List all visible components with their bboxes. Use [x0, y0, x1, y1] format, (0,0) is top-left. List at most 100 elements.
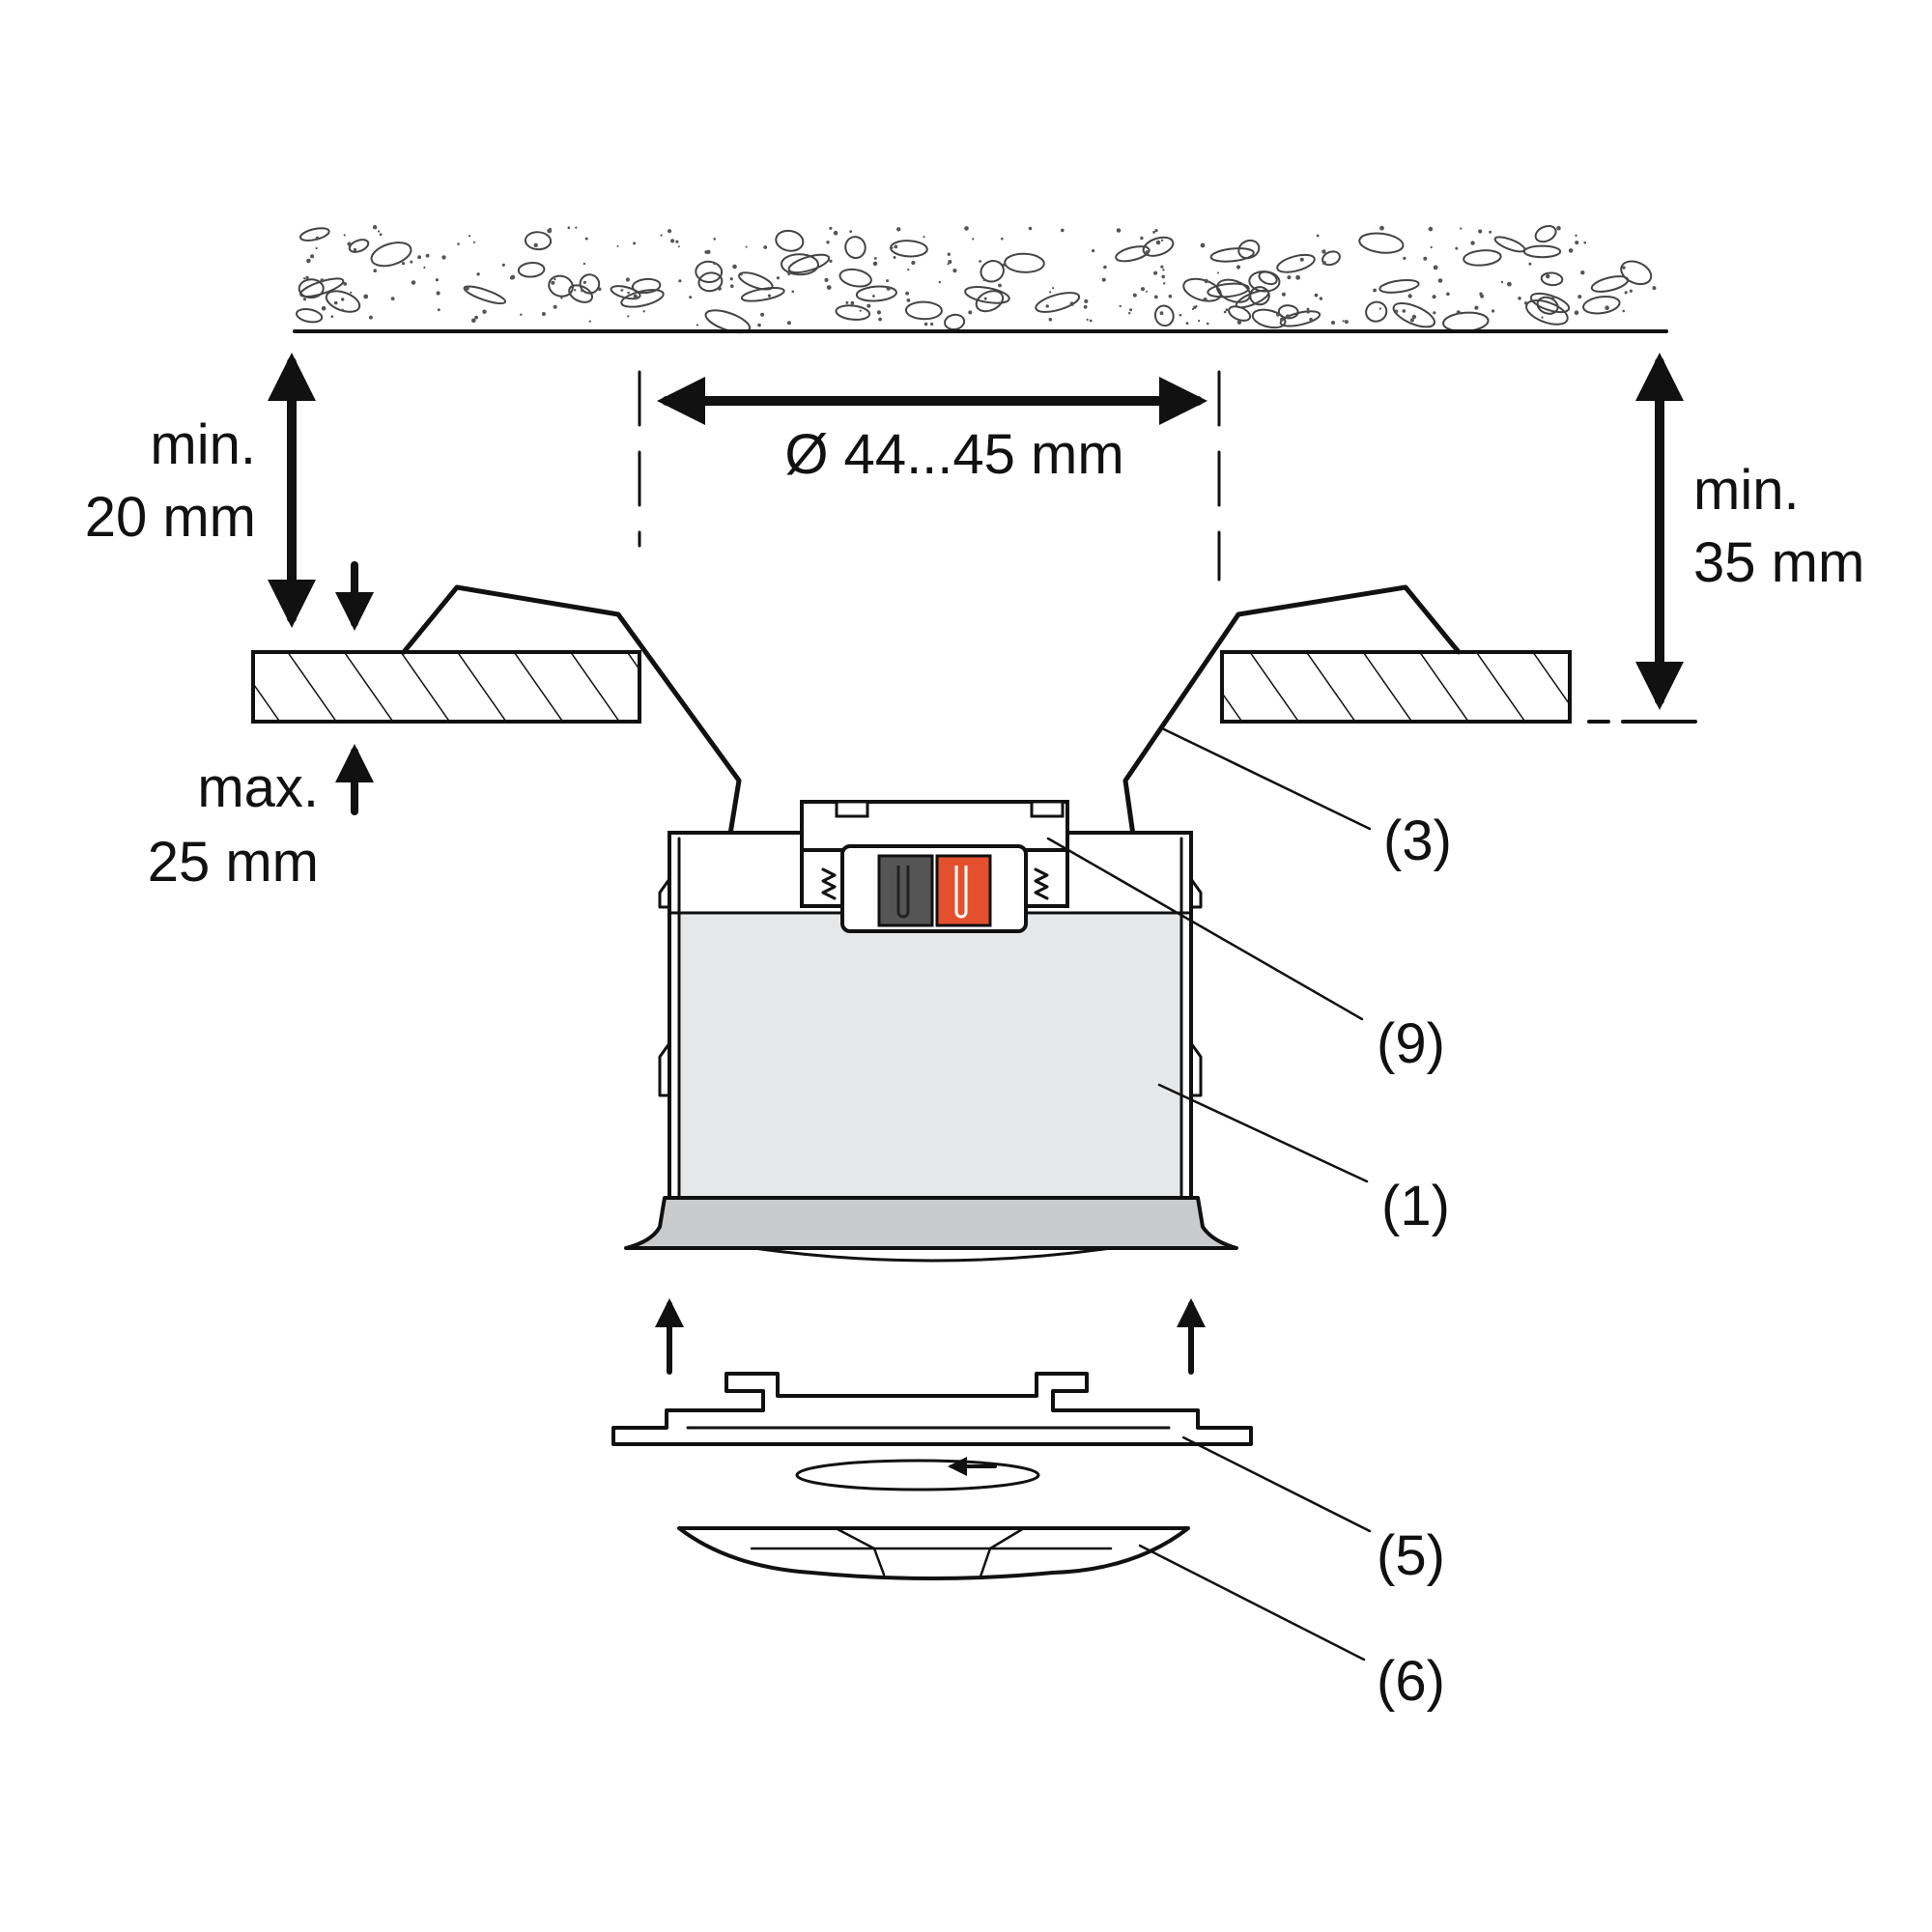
- concrete-speck: [1084, 298, 1089, 303]
- concrete-speck: [1045, 304, 1049, 308]
- concrete-speck: [410, 260, 413, 264]
- concrete-speck: [1489, 230, 1492, 234]
- concrete-speck: [696, 324, 698, 327]
- concrete-pebble: [548, 274, 574, 298]
- concrete-speck: [1155, 240, 1161, 245]
- concrete-speck: [1551, 296, 1555, 299]
- concrete-pebble: [1207, 282, 1250, 298]
- dimension-bottom-left-line1: max.: [197, 756, 319, 819]
- concrete-speck: [1140, 287, 1146, 292]
- concrete-speck: [411, 280, 416, 285]
- concrete-speck: [1478, 229, 1483, 234]
- concrete-speck: [849, 230, 853, 234]
- concrete-speck: [829, 259, 833, 263]
- concrete-speck: [581, 289, 584, 293]
- concrete-speck: [1002, 263, 1007, 267]
- concrete-speck: [729, 277, 733, 281]
- concrete-pebble: [1534, 224, 1557, 243]
- concrete-speck: [972, 238, 975, 241]
- concrete-pebble: [980, 260, 1005, 283]
- concrete-speck: [353, 247, 357, 252]
- concrete-speck: [560, 297, 563, 299]
- concrete-pebble: [298, 278, 325, 299]
- concrete-speck: [1132, 293, 1137, 298]
- concrete-speck: [675, 240, 679, 243]
- concrete-speck: [1433, 311, 1436, 315]
- concrete-speck: [1281, 292, 1286, 297]
- dimension-top-left-line2: 20 mm: [85, 486, 256, 549]
- concrete-speck: [330, 315, 334, 319]
- concrete-pebble: [1004, 252, 1045, 273]
- concrete-speck: [1575, 234, 1577, 237]
- concrete-speck: [872, 261, 878, 267]
- concrete-speck: [350, 291, 353, 294]
- concrete-speck: [998, 283, 1002, 288]
- concrete-pebble: [463, 285, 507, 305]
- concrete-speck: [390, 297, 395, 300]
- callout-6: (6): [1377, 1650, 1445, 1713]
- concrete-speck: [1154, 229, 1158, 233]
- concrete-speck: [315, 246, 318, 250]
- concrete-speck: [1470, 241, 1475, 245]
- mounting-ring: [611, 1372, 1253, 1446]
- concrete-speck: [1083, 304, 1088, 309]
- terminal-dark: [877, 854, 934, 927]
- concrete-speck: [952, 269, 957, 273]
- concrete-speck: [305, 275, 309, 280]
- concrete-speck: [1140, 236, 1144, 241]
- concrete-speck: [677, 245, 680, 248]
- concrete-pebble: [1378, 278, 1420, 294]
- concrete-speck: [1101, 277, 1106, 282]
- concrete-ceiling: [293, 224, 1668, 334]
- concrete-speck: [1432, 295, 1436, 299]
- concrete-speck: [886, 286, 891, 291]
- concrete-speck: [472, 241, 475, 243]
- concrete-pebble: [1463, 249, 1502, 267]
- concrete-pebble: [787, 253, 831, 274]
- concrete-speck: [1236, 320, 1242, 325]
- concrete-speck: [441, 255, 446, 260]
- concrete-speck: [829, 226, 833, 230]
- concrete-speck: [1204, 278, 1209, 284]
- concrete-speck: [873, 257, 877, 260]
- concrete-speck: [509, 275, 514, 280]
- concrete-speck: [1236, 265, 1241, 270]
- concrete-speck: [372, 225, 378, 230]
- concrete-speck: [549, 227, 552, 231]
- concrete-pebble: [1536, 296, 1559, 315]
- concrete-speck: [1428, 226, 1434, 232]
- concrete-speck: [1276, 312, 1280, 317]
- concrete-speck: [634, 295, 639, 300]
- concrete-speck: [1225, 308, 1229, 312]
- concrete-speck: [567, 226, 571, 229]
- concrete-pebble: [944, 313, 966, 330]
- concrete-speck: [767, 294, 772, 298]
- concrete-speck: [689, 296, 693, 299]
- concrete-pebble: [1358, 232, 1405, 254]
- concrete-speck: [1185, 322, 1189, 325]
- concrete-pebble: [295, 308, 324, 324]
- concrete-speck: [1152, 231, 1155, 234]
- concrete-speck: [1285, 314, 1291, 319]
- concrete-pebble: [620, 289, 665, 308]
- concrete-pebble: [1620, 260, 1653, 286]
- concrete-speck: [905, 291, 909, 296]
- concrete-speck: [1314, 293, 1319, 298]
- concrete-speck: [582, 262, 586, 266]
- concrete-speck: [678, 279, 682, 283]
- concrete-pebble: [890, 240, 928, 258]
- sensor-lens-cap: [677, 1526, 1190, 1580]
- concrete-speck: [588, 320, 591, 323]
- concrete-speck: [983, 297, 987, 300]
- concrete-speck: [1086, 318, 1089, 321]
- concrete-speck: [845, 300, 849, 304]
- concrete-speck: [732, 264, 737, 270]
- concrete-pebble: [348, 239, 370, 253]
- concrete-speck: [826, 241, 830, 244]
- concrete-speck: [1193, 305, 1197, 309]
- concrete-speck: [1159, 311, 1164, 316]
- concrete-speck: [1605, 305, 1609, 311]
- concrete-speck: [482, 309, 487, 314]
- concrete-speck: [616, 244, 619, 247]
- concrete-speck: [1423, 256, 1428, 261]
